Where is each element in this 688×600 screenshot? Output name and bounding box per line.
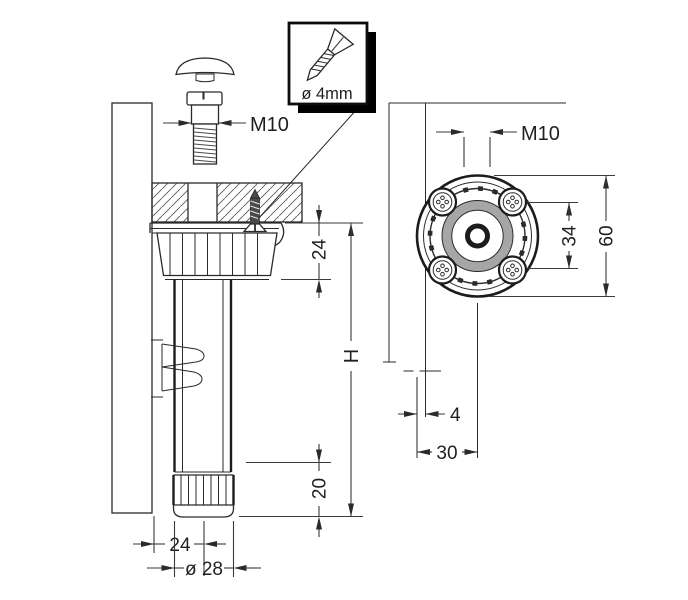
metal-ring — [442, 200, 513, 272]
label-30: 30 — [436, 443, 457, 464]
screw-inset: ø 4mm — [287, 21, 376, 113]
bolt-threaded-shank — [192, 123, 218, 165]
dim-m10-top: M10 — [436, 123, 560, 167]
screw-icon — [306, 27, 355, 82]
metal-ring-outer-edge — [441, 200, 514, 272]
side-view: M10 — [111, 57, 363, 580]
label-m10-side: M10 — [250, 114, 289, 136]
label-H: H — [341, 349, 363, 363]
screw-icon-threads — [310, 53, 335, 72]
bolt-thread-lines — [193, 127, 217, 163]
leg-tube — [173, 279, 233, 473]
plate-inner-rim — [423, 181, 532, 291]
dim-outer-diameter: 60 — [489, 174, 618, 298]
dim-overall-height: H — [239, 222, 363, 518]
label-24-socket: 24 — [310, 239, 331, 261]
socket-ribs — [169, 233, 258, 276]
cap-stem — [195, 73, 215, 83]
screw-icon-shank — [306, 48, 336, 82]
label-4: 4 — [450, 405, 461, 426]
screw-head-plan — [427, 187, 458, 217]
arrowhead — [218, 120, 232, 126]
dim-m10-side: M10 — [163, 114, 289, 136]
dim-foot-diameter: ø 28 — [147, 521, 261, 580]
label-34: 34 — [560, 225, 581, 247]
dim-foot-height: 20 — [246, 444, 331, 537]
m10-bolt — [186, 91, 223, 165]
label-foot-diameter: ø 28 — [185, 559, 223, 580]
wall-hatch — [111, 102, 153, 514]
mounting-plate-plan — [415, 174, 540, 298]
socket-cup — [156, 232, 278, 280]
leader-line — [257, 107, 359, 220]
label-60: 60 — [597, 225, 618, 246]
panel-hatch-left — [152, 183, 188, 222]
bolt-shoulder — [190, 104, 220, 125]
label-24-offset: 24 — [169, 535, 191, 556]
cap-dome — [175, 57, 235, 76]
screw-icon-slot — [331, 36, 344, 52]
spring-clip — [161, 343, 205, 392]
screw-head-plan — [497, 187, 528, 217]
label-m10-top: M10 — [521, 123, 560, 145]
dim-edge-distance: 4 — [398, 405, 461, 426]
center-hole — [465, 223, 490, 249]
metal-ring-inner-edge — [451, 209, 504, 263]
panel-outline — [151, 182, 303, 223]
dim-screw-spacing: 34 — [527, 201, 581, 270]
foot — [172, 474, 235, 518]
foot-cap — [172, 504, 235, 518]
dim-socket-height: 24 — [281, 205, 331, 298]
arrowhead — [178, 120, 192, 126]
plate-screws — [427, 187, 528, 285]
dim-center-distance: 30 — [417, 443, 478, 464]
panel-section — [151, 182, 303, 223]
screw-head-plan — [427, 255, 458, 285]
foot-ribs — [180, 475, 227, 505]
label-screw-spec: ø 4mm — [301, 85, 352, 103]
wall-section — [111, 102, 163, 514]
top-view: M10 34 60 — [383, 102, 618, 464]
cover-cap — [175, 57, 235, 83]
label-20: 20 — [310, 478, 331, 499]
screw-head-plan — [497, 255, 528, 285]
scallop-ring-teeth — [427, 186, 528, 286]
